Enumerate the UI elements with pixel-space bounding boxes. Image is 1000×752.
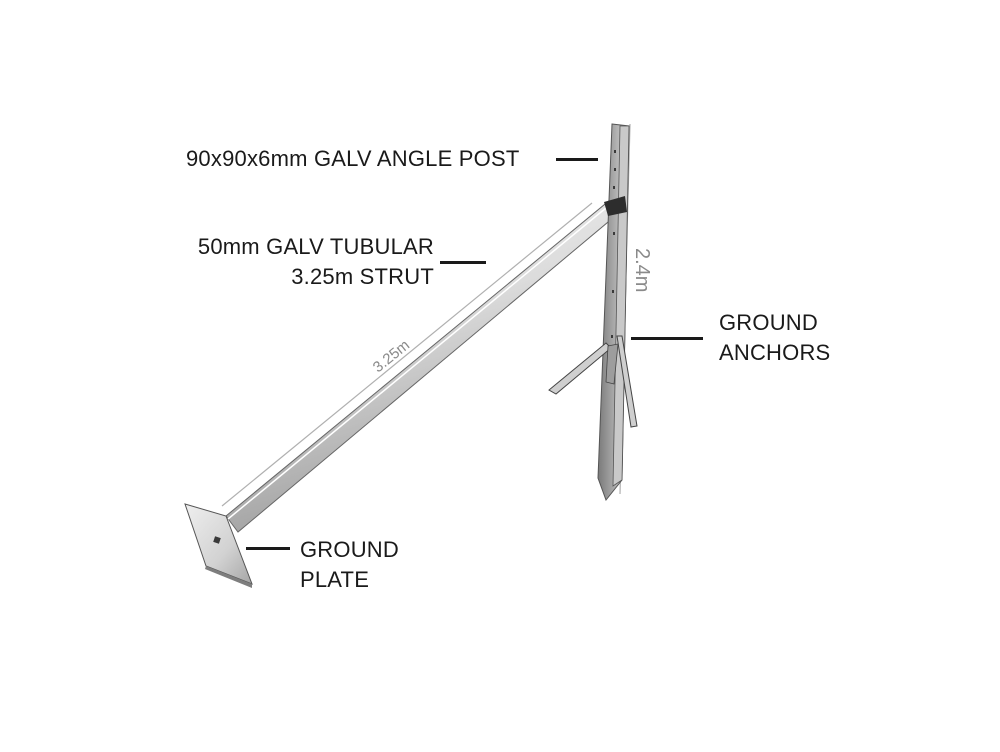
plate-leader-line [246,547,290,550]
plate-label-line2: PLATE [300,567,370,592]
post-label: 90x90x6mm GALV ANGLE POST [186,144,520,174]
anchors-label-line1: GROUND [719,310,818,335]
strut-label-line1: 50mm GALV TUBULAR [197,234,434,259]
strut-bracket [604,196,627,216]
plate-label: GROUND PLATE [300,535,399,595]
ground-anchors [548,335,638,428]
strut-label-line2: 3.25m STRUT [291,264,434,289]
strut-dimension-line [221,202,593,507]
ground-plate [184,503,253,588]
post-leader-line [556,158,598,161]
anchors-label-line2: ANCHORS [719,340,831,365]
angle-post [597,123,630,502]
plate-label-line1: GROUND [300,537,399,562]
strut-label: 50mm GALV TUBULAR 3.25m STRUT [150,232,434,292]
post-height-dimension: 2.4m [631,248,653,292]
post-label-text: 90x90x6mm GALV ANGLE POST [186,146,520,171]
strut-leader-line [440,261,486,264]
anchors-leader-line [631,337,703,340]
anchors-label: GROUND ANCHORS [719,308,830,368]
